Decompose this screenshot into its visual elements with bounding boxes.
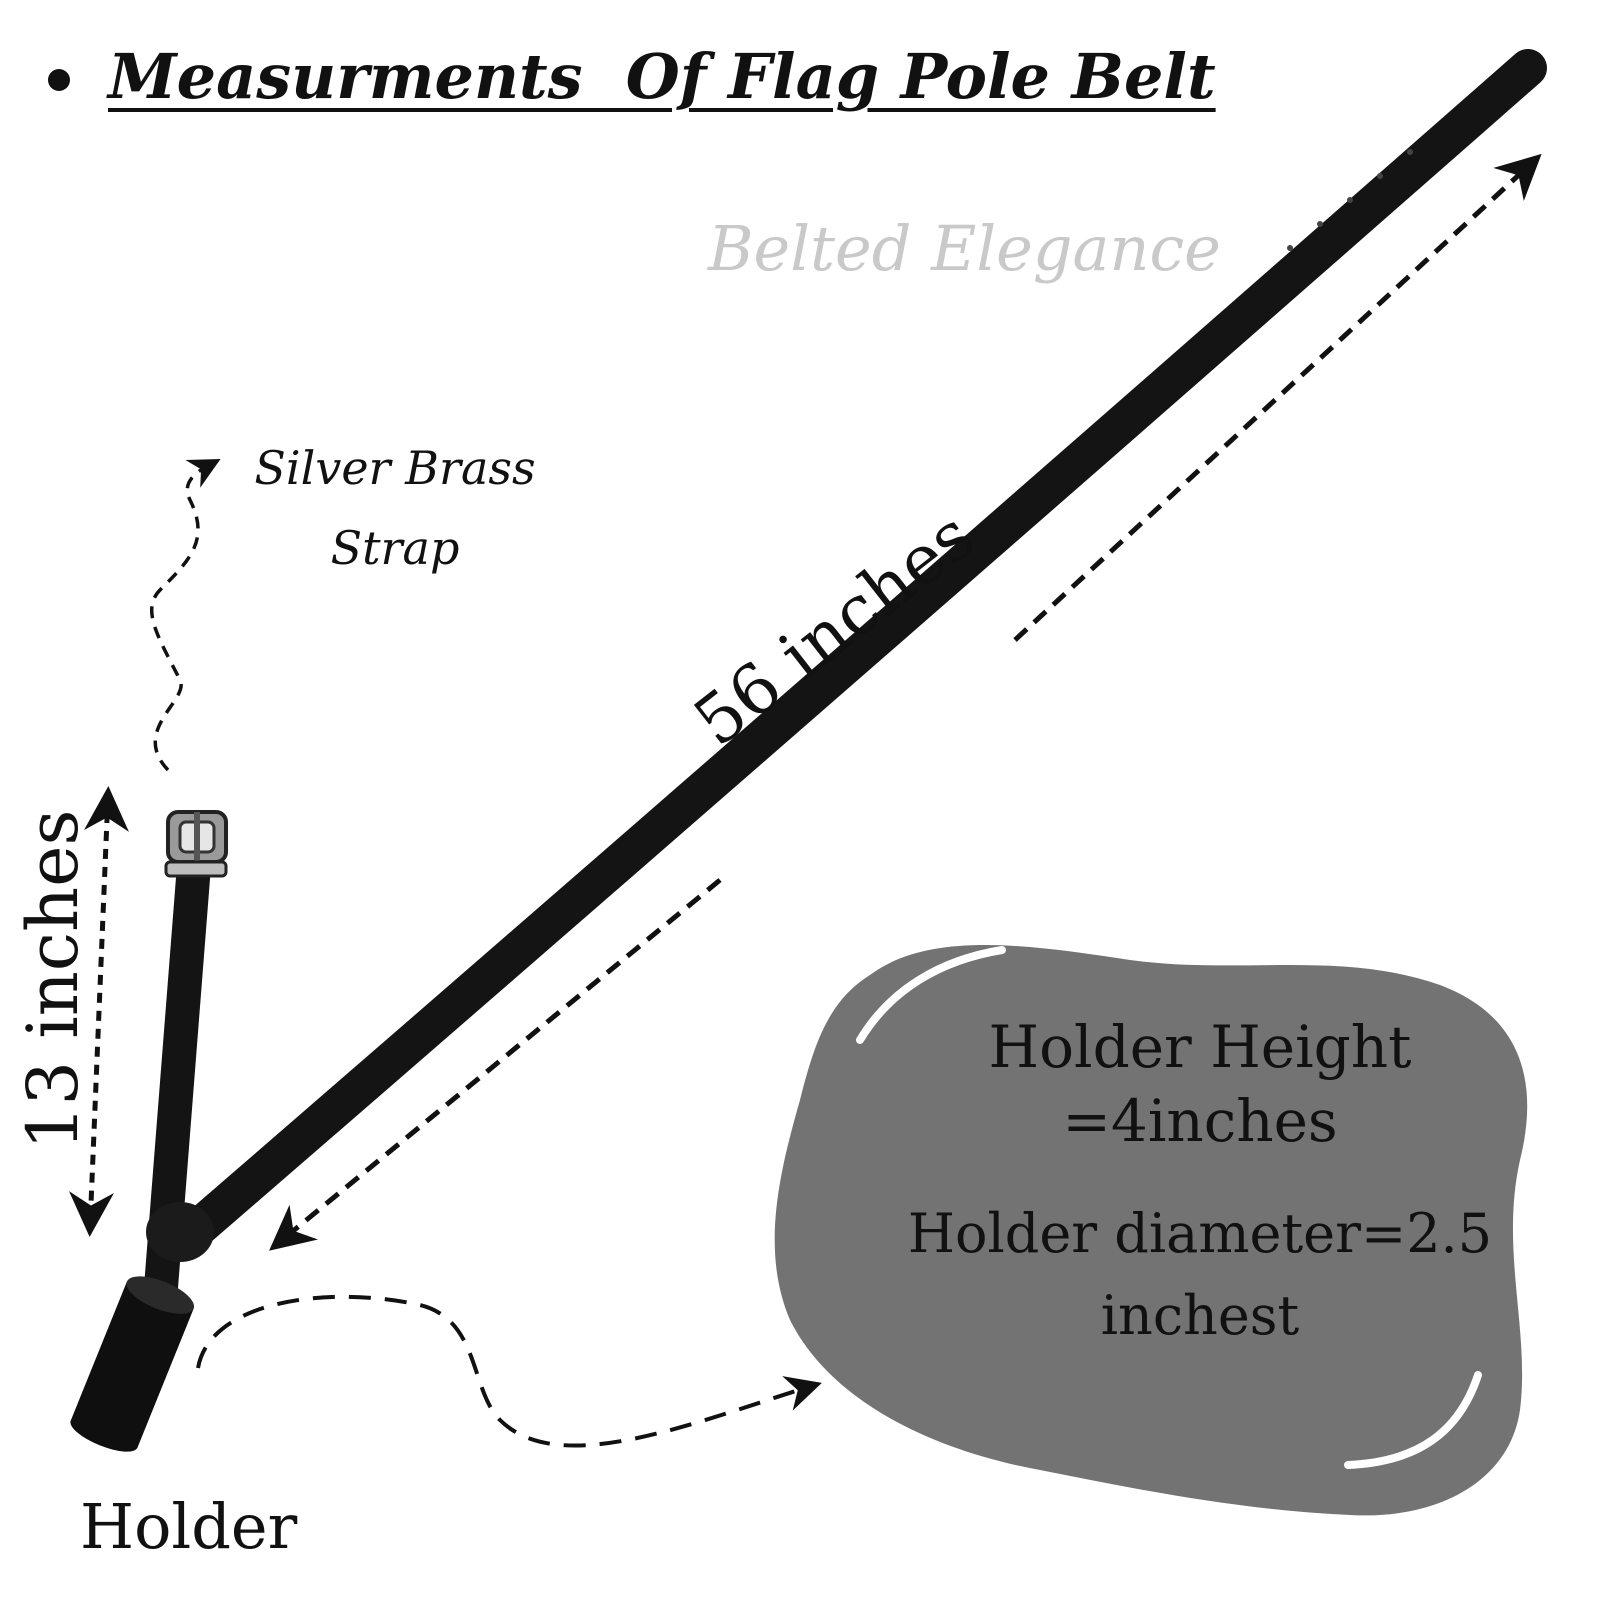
strap-joint xyxy=(146,1202,214,1262)
strap-label-line1: Silver Brass xyxy=(254,441,536,495)
holder-height-label: Holder Height xyxy=(988,1013,1412,1081)
holder-diameter-unit: inchest xyxy=(1100,1284,1300,1347)
watermark: Belted Elegance xyxy=(708,212,1221,285)
blob-highlight-bottom xyxy=(1344,1371,1482,1469)
belt-length-arrow-upper xyxy=(1013,153,1542,642)
belt-length-arrow-lower xyxy=(269,878,722,1251)
page-title: Measurments Of Flag Pole Belt xyxy=(108,40,1216,113)
strap-label: Silver Brass Strap xyxy=(240,428,550,588)
blob-highlight-top xyxy=(856,946,1006,1044)
holder-pointer-arrow xyxy=(196,1294,822,1448)
silver-buckle-icon xyxy=(164,810,228,878)
holder-info-text: Holder Height =4inches Holder diameter=2… xyxy=(850,1010,1550,1352)
holder-diameter-label: Holder diameter=2.5 xyxy=(907,1202,1493,1265)
bullet-icon xyxy=(48,68,70,91)
info-blob xyxy=(774,945,1528,1516)
belt-holes xyxy=(1287,149,1413,251)
title-row: Measurments Of Flag Pole Belt xyxy=(48,40,1216,113)
strap-pointer-arrow xyxy=(150,459,221,772)
strap-height-arrow xyxy=(69,786,129,1237)
holder-cylinder xyxy=(70,1276,195,1452)
strap-height-label: 13 inches xyxy=(12,809,94,1150)
holder-height-value: =4inches xyxy=(1062,1087,1338,1155)
holder-label: Holder xyxy=(80,1490,298,1563)
long-belt-strap xyxy=(171,49,1547,1254)
strap-label-line2: Strap xyxy=(330,521,460,575)
